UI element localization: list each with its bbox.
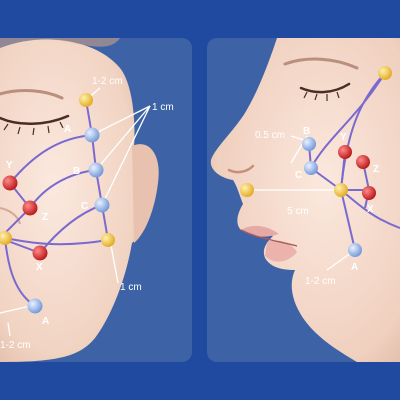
label-dist-bottom-right: 1 cm <box>120 282 142 293</box>
eyebrow <box>0 89 64 100</box>
profile-shape <box>210 38 400 362</box>
label-point-z: Z <box>373 164 379 175</box>
point-a <box>84 127 100 143</box>
bottom-border <box>0 362 400 400</box>
label-point-b: B <box>73 166 80 177</box>
label-dist-chin: 1-2 cm <box>305 276 336 287</box>
face-shape <box>0 39 154 362</box>
nose-shade <box>0 207 21 225</box>
point-y <box>2 175 18 191</box>
point-a-lower <box>27 298 43 314</box>
closed-eye-icon <box>0 114 70 136</box>
point-a <box>348 243 362 257</box>
point-x <box>32 245 48 261</box>
point-z <box>22 200 38 216</box>
point-yellow-mouth <box>0 231 12 245</box>
label-dist-nose: 0.5 cm <box>255 130 285 141</box>
point-c <box>94 197 110 213</box>
point-z <box>356 155 370 169</box>
nostril <box>227 164 255 174</box>
point-yellow-nose <box>240 183 254 197</box>
label-dist-mouth: 5 cm <box>287 206 309 217</box>
point-yellow-center <box>334 183 348 197</box>
label-dist-right: 1 cm <box>152 102 174 113</box>
acupoint-marker-icon <box>0 93 115 314</box>
closed-eye-icon <box>299 82 351 101</box>
label-point-b: B <box>303 126 310 137</box>
point-c <box>304 161 318 175</box>
point-yellow-top <box>378 66 392 80</box>
label-dist-top: 1-2 cm <box>92 76 123 87</box>
label-point-y: Y <box>6 160 13 171</box>
point-yellow-top <box>79 93 93 107</box>
label-point-y: Y <box>340 132 347 143</box>
label-point-c: C <box>81 201 88 212</box>
label-point-a: A <box>351 262 358 273</box>
point-y <box>338 145 352 159</box>
point-yellow-jaw <box>101 233 115 247</box>
point-b <box>302 137 316 151</box>
mouth-line <box>240 229 298 247</box>
profile-face-panel: 0.5 cm 5 cm 1-2 cm B C Y Z X A <box>207 38 400 362</box>
hair-shadow <box>0 38 120 48</box>
label-point-x: X <box>36 262 43 273</box>
lower-lip <box>265 240 297 262</box>
label-point-a-lower: A <box>42 316 49 327</box>
guide-lines <box>0 87 151 337</box>
profile-face-illustration: 0.5 cm 5 cm 1-2 cm B C Y Z X A <box>210 38 400 362</box>
point-b <box>88 162 104 178</box>
label-point-x: X <box>367 204 374 215</box>
label-point-a: A <box>64 124 71 135</box>
point-x <box>362 186 376 200</box>
acupoint-marker-icon <box>240 66 392 257</box>
label-point-z: Z <box>42 212 48 223</box>
top-border <box>0 0 400 38</box>
front-face-illustration: 1-2 cm 1 cm 1 cm 1-2 cm A B C X Y Z A <box>0 38 174 362</box>
eyebrow-profile <box>283 57 359 70</box>
ear-shape <box>132 144 159 243</box>
label-point-c: C <box>295 170 302 181</box>
front-face-panel: 1-2 cm 1 cm 1 cm 1-2 cm A B C X Y Z A <box>0 38 192 362</box>
label-dist-bottom-left: 1-2 cm <box>0 340 31 351</box>
